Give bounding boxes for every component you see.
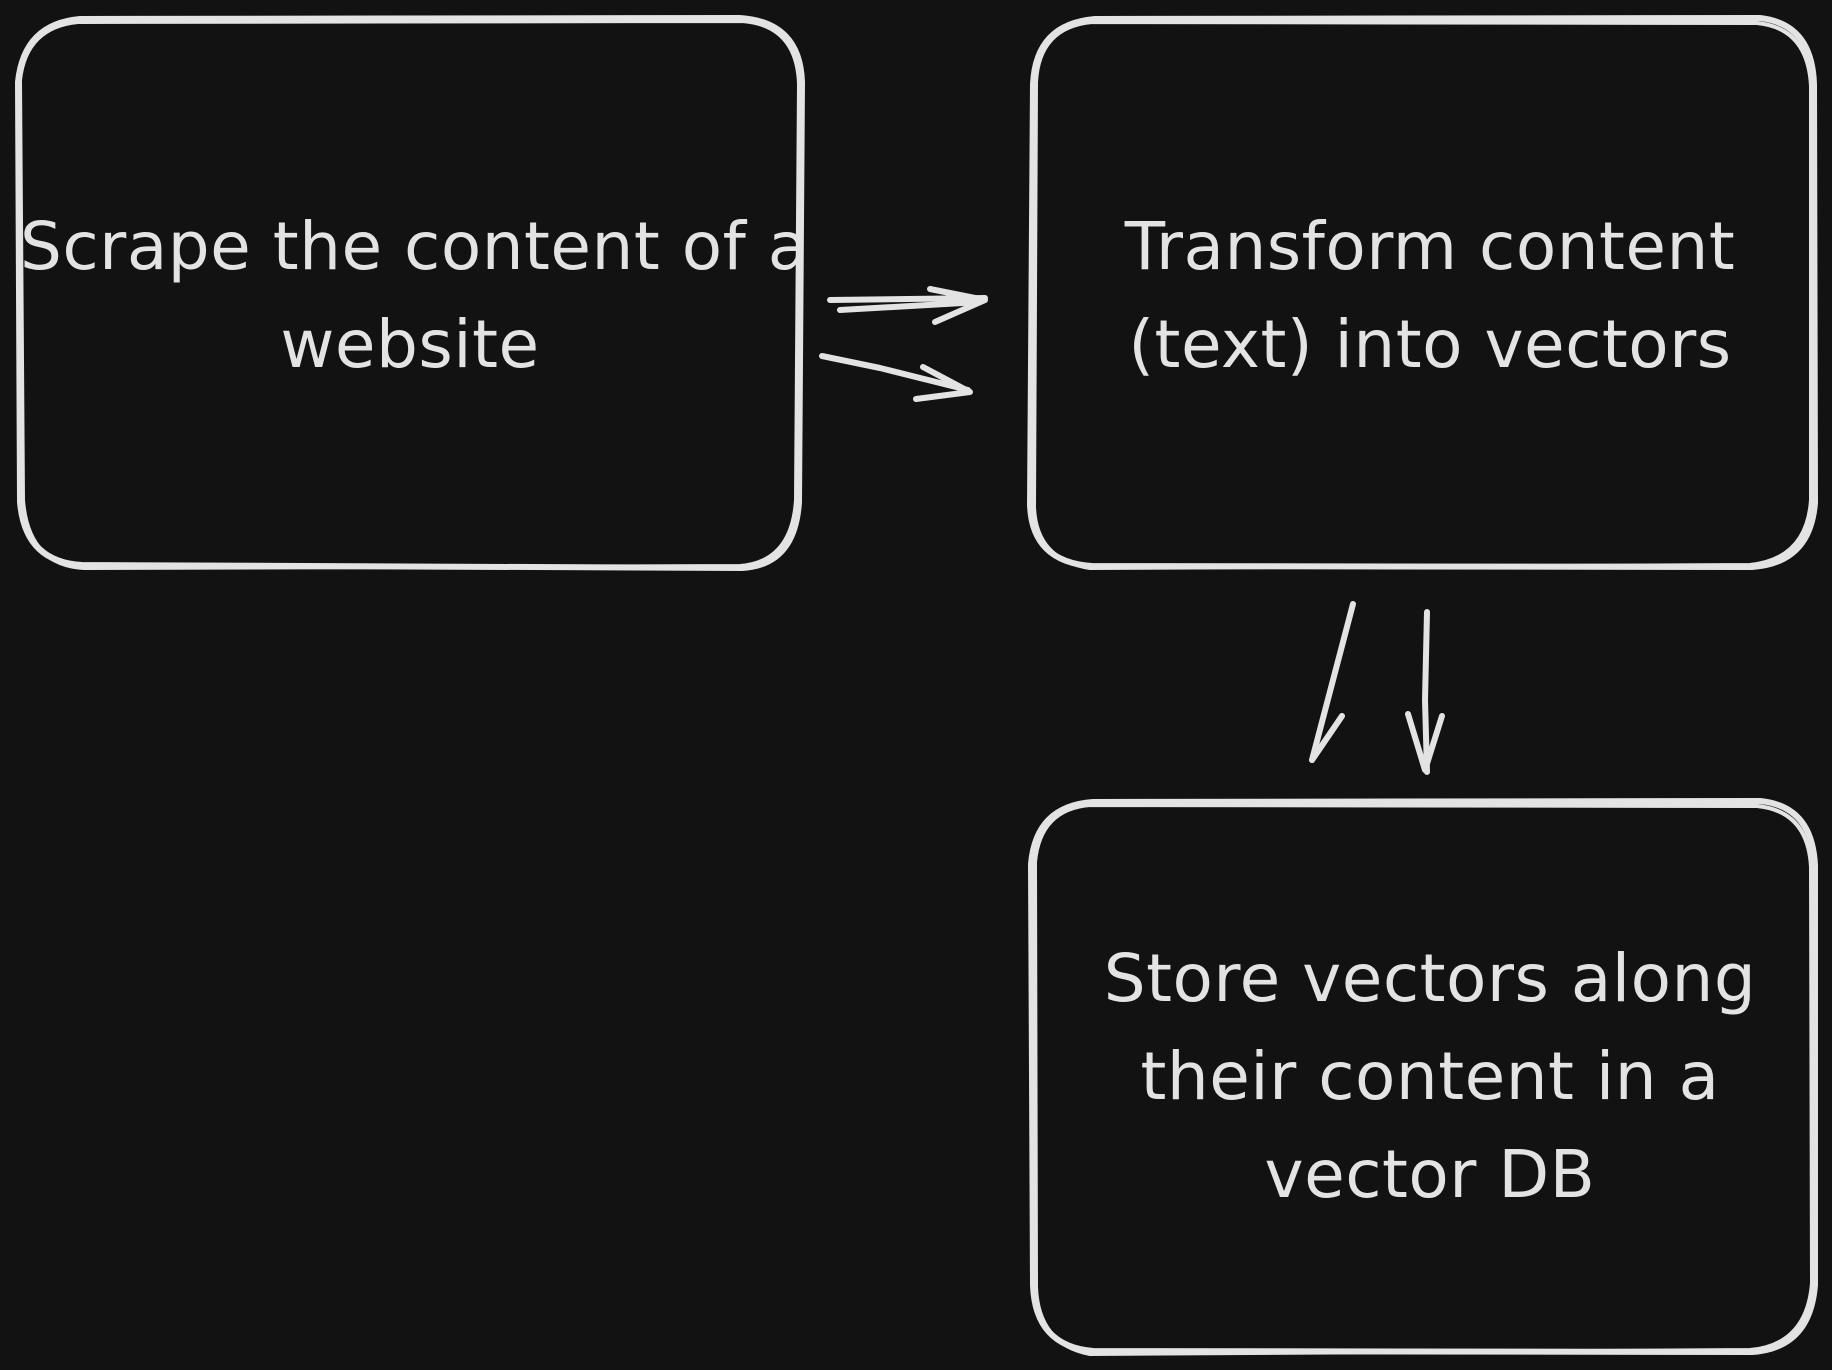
node-store-line-3: vector DB (1264, 1136, 1596, 1213)
node-transform-line-1: Transform content (1124, 208, 1736, 285)
node-store-line-1: Store vectors along (1103, 940, 1757, 1017)
node-store-box[interactable] (1028, 798, 1818, 1356)
node-transform-label: Transform content (text) into vectors (1040, 198, 1820, 394)
edge-scrape-to-transform[interactable] (819, 286, 988, 402)
node-scrape-line-2: website (280, 306, 540, 383)
node-scrape-label: Scrape the content of a website (20, 198, 809, 394)
edge-transform-to-store[interactable] (1309, 601, 1445, 775)
node-transform-box[interactable] (1027, 15, 1818, 570)
node-store-line-2: their content in a (1140, 1038, 1720, 1115)
node-store-label: Store vectors along their content in a v… (1040, 930, 1820, 1224)
node-scrape-line-1: Scrape the content of a (20, 208, 809, 285)
node-scrape-box[interactable] (15, 15, 805, 571)
node-transform-line-2: (text) into vectors (1128, 306, 1732, 383)
